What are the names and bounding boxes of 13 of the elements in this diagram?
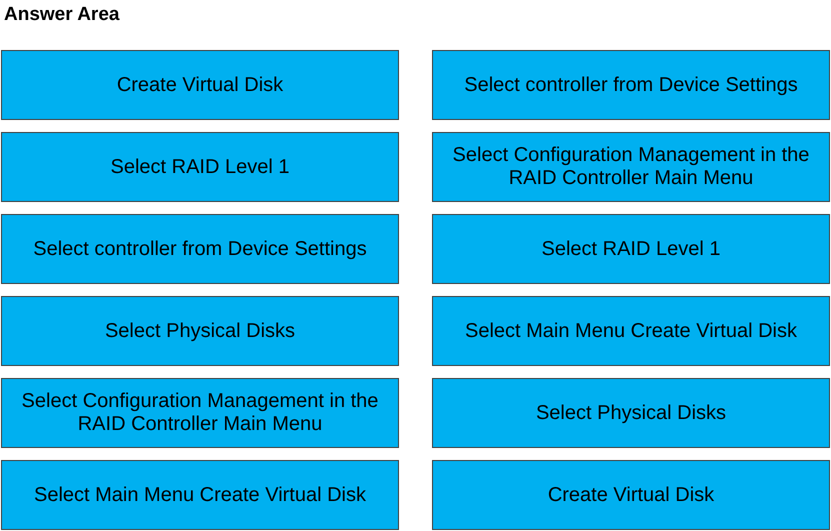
step-box: Select RAID Level 1: [432, 214, 830, 284]
step-box: Select Main Menu Create Virtual Disk: [432, 296, 830, 366]
step-box: Select Physical Disks: [1, 296, 399, 366]
step-box: Select Main Menu Create Virtual Disk: [1, 460, 399, 530]
step-box: Select RAID Level 1: [1, 132, 399, 202]
step-box: Select Configuration Management in the RAID Controller Main Menu: [1, 378, 399, 448]
step-box: Select Physical Disks: [432, 378, 830, 448]
step-box: Select controller from Device Settings: [432, 50, 830, 120]
title: Answer Area: [4, 4, 120, 26]
step-box: Create Virtual Disk: [432, 460, 830, 530]
step-box: Select Configuration Management in the RAID Controller Main Menu: [432, 132, 830, 202]
step-box: Select controller from Device Settings: [1, 214, 399, 284]
step-box: Create Virtual Disk: [1, 50, 399, 120]
